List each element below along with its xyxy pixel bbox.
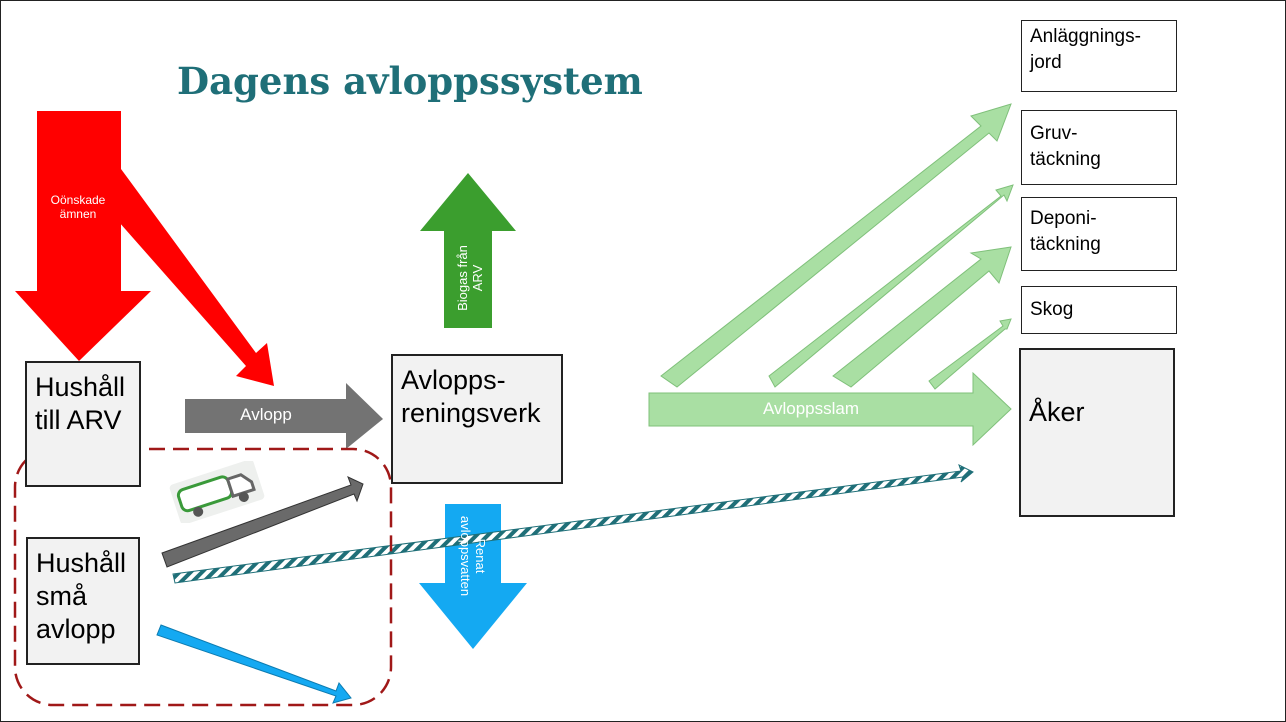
box-gruvtackning: Gruv- täckning [1021,110,1177,185]
green-arrow-gruv [768,184,1014,388]
box-anlaggningsjord: Anläggnings- jord [1021,20,1177,92]
box-hushall-till-arv-label: Hushåll till ARV [35,372,126,435]
green-arrow-anlaggning [660,103,1012,388]
box-deponitackning-label: Deponi- täckning [1030,208,1101,255]
page-title: Dagens avloppssystem [177,59,643,103]
box-gruvtackning-label: Gruv- täckning [1030,123,1101,170]
label-biogas: Biogas från ARV [455,245,485,311]
label-avloppsslam: Avloppsslam [762,399,860,418]
label-avlopp: Avlopp [240,405,292,424]
box-skog-label: Skog [1030,299,1074,320]
box-avloppsreningsverk-label: Avlopps- reningsverk [401,365,541,428]
box-anlaggningsjord-label: Anläggnings- jord [1030,26,1141,73]
dashed-small-sewage-region [13,447,393,707]
box-deponitackning: Deponi- täckning [1021,197,1177,271]
garbage-truck-icon [169,461,265,523]
red-diagonal-arrow [96,169,274,386]
blue-small-arrow [156,624,352,704]
box-aker-label: Åker [1029,397,1085,427]
box-hushall-till-arv: Hushåll till ARV [25,361,141,487]
label-oonskade-amnen: Oönskade ämnen [50,193,106,221]
green-arrow-skog [928,318,1012,390]
box-hushall-sma-avlopp-label: Hushåll små avlopp [36,548,127,644]
label-renat-avloppsvatten: Renat avloppsvatten [458,515,488,597]
gray-truck-arrow [161,476,364,568]
green-avloppsslam-arrow [648,371,1012,447]
hatched-arrow [172,464,974,584]
gray-avlopp-arrow [185,383,383,449]
green-biogas-arrow [420,173,516,328]
box-hushall-sma-avlopp: Hushåll små avlopp [26,537,140,665]
green-arrow-deponi [832,246,1012,388]
box-avloppsreningsverk: Avlopps- reningsverk [391,354,563,484]
red-down-arrow [15,111,151,361]
box-aker: Åker [1019,348,1175,517]
box-skog: Skog [1021,286,1177,334]
